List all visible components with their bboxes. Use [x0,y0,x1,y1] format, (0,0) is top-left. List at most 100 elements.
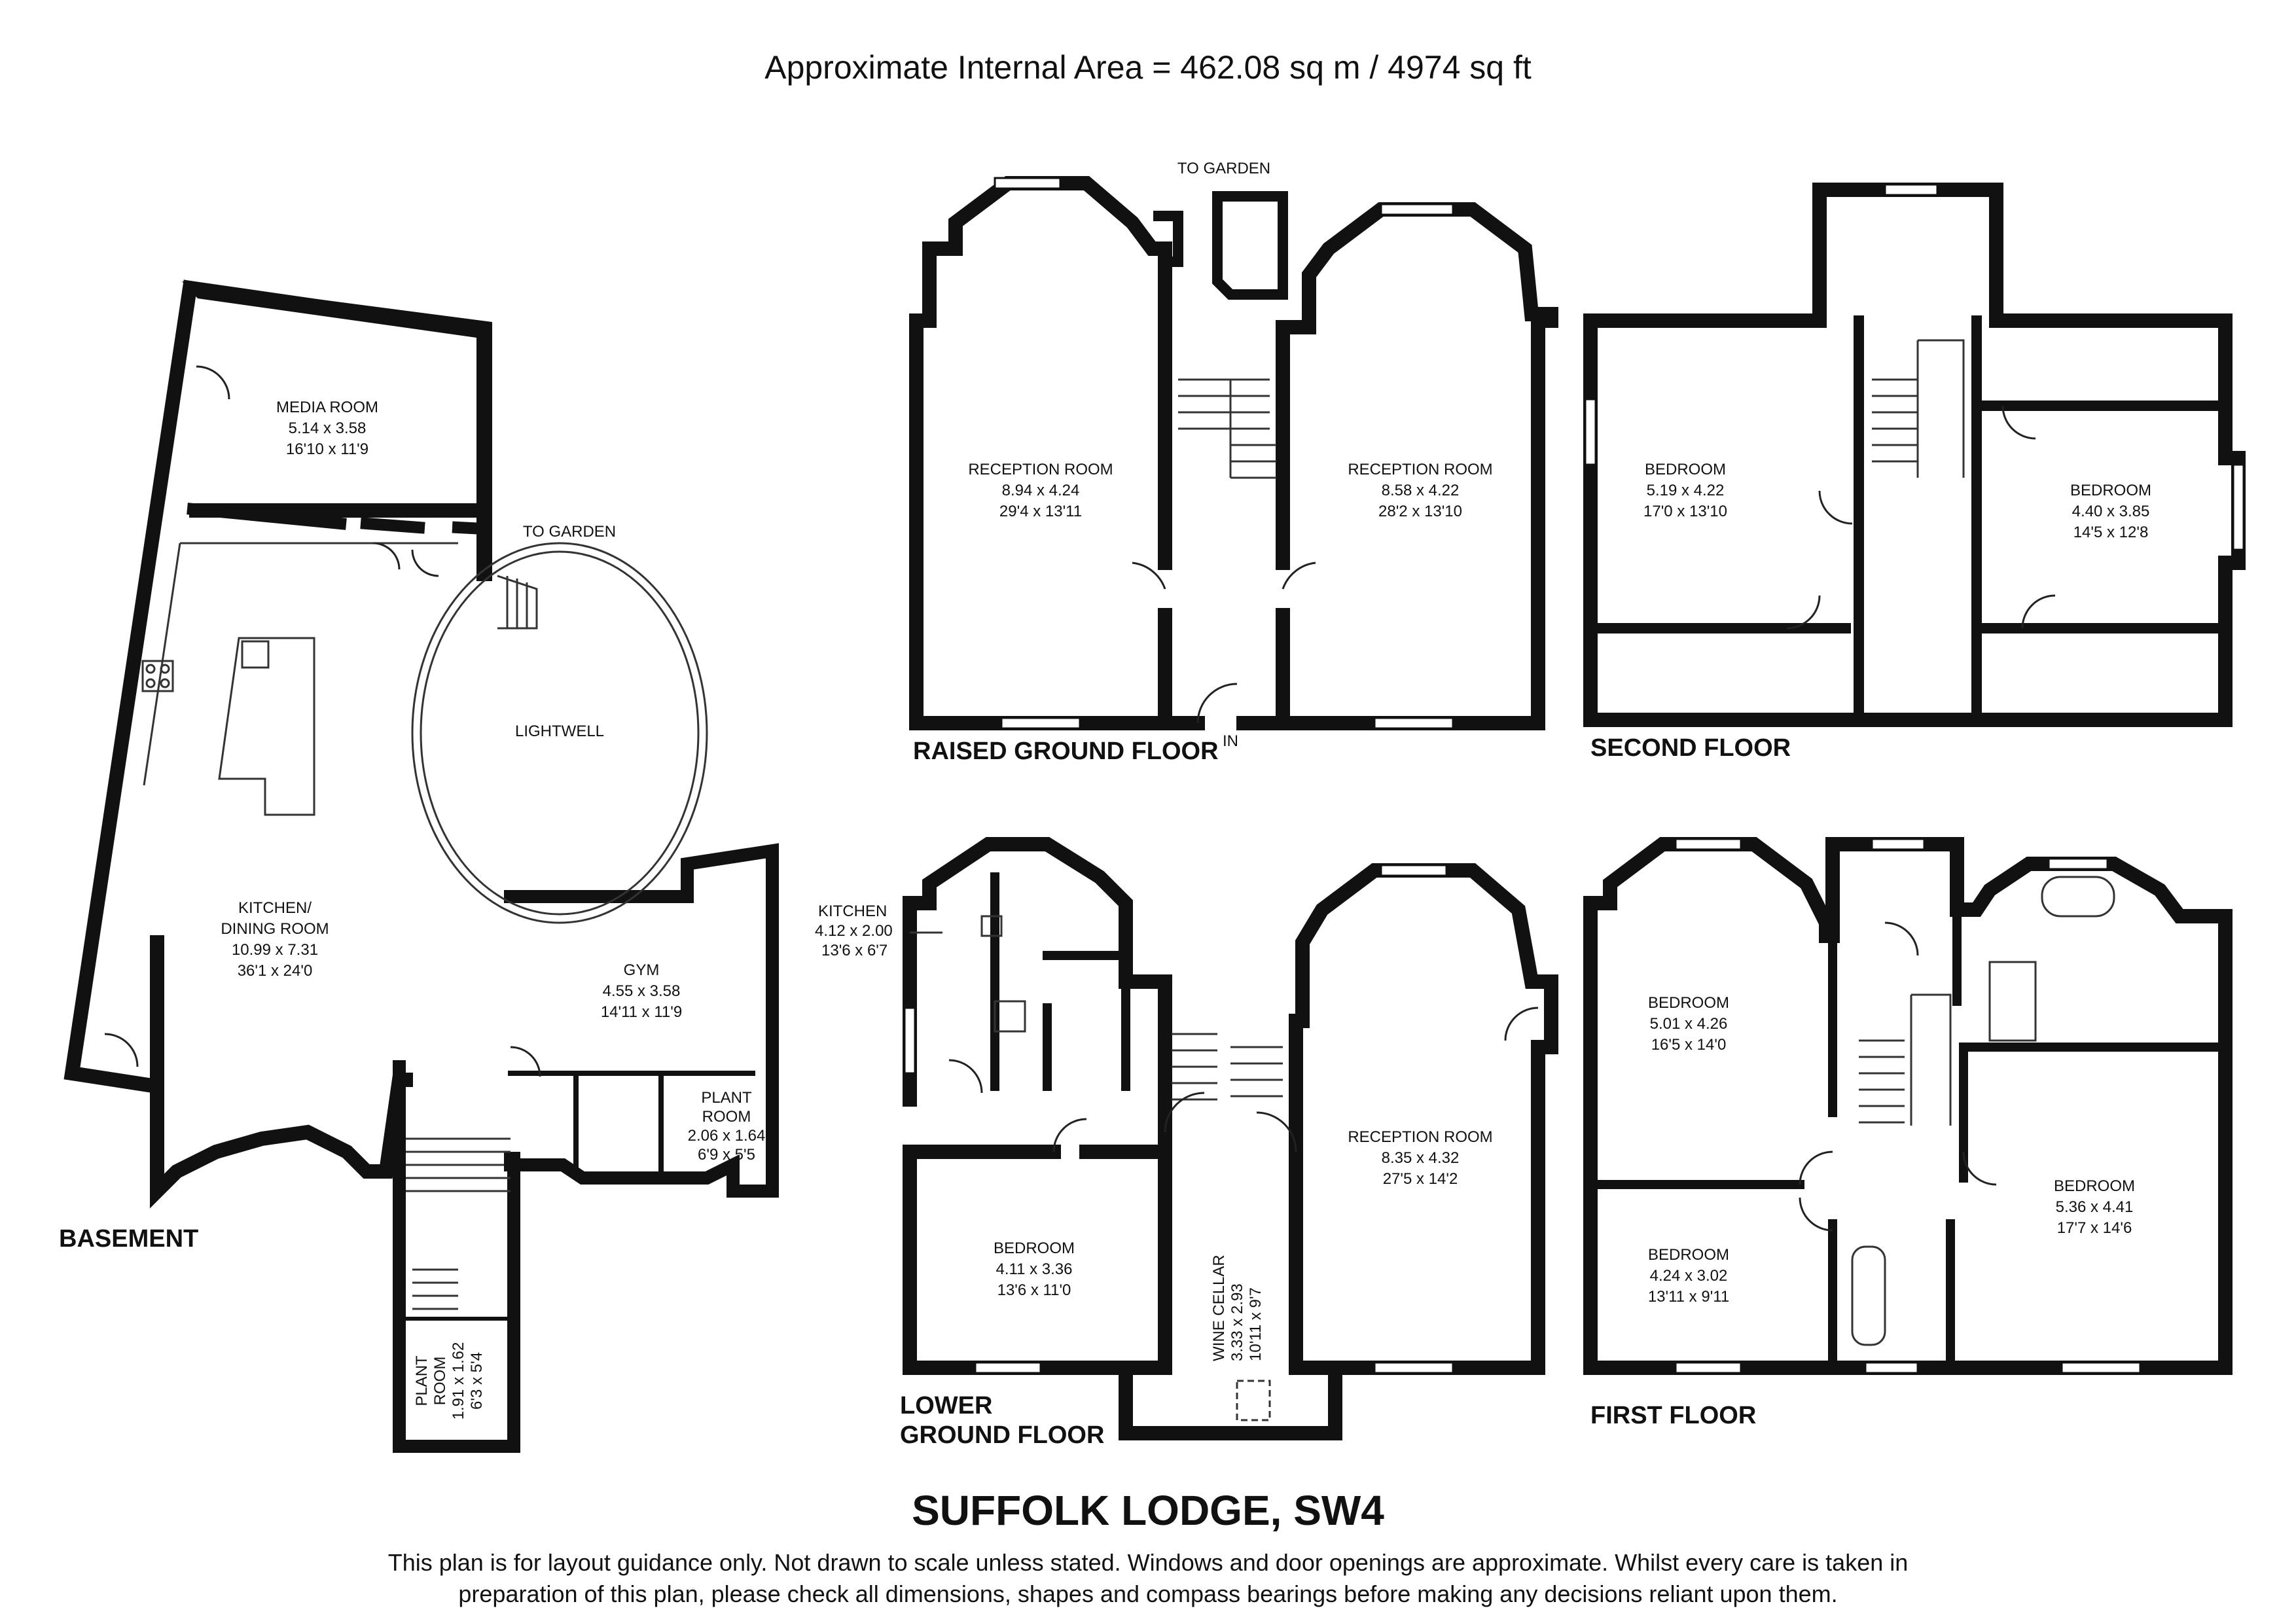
kitchen-metric: 10.99 x 7.31 [232,941,318,959]
lgf-reception-imperial: 27'5 x 14'2 [1383,1170,1458,1188]
first-floor-plan: BEDROOM 5.01 x 4.26 16'5 x 14'0 BEDROOM … [1583,837,2233,1429]
kitchen-name-2: DINING ROOM [221,920,329,938]
sf-bedroom-right-name: BEDROOM [2070,482,2151,499]
sf-bedroom-left-name: BEDROOM [1645,461,1726,478]
wine-cellar-metric: 3.33 x 2.93 [1229,1283,1246,1361]
kitchen-counter [143,542,458,786]
rgf-left-reception-walls [909,176,1172,730]
lower-ground-floor-plan: KITCHEN 4.12 x 2.00 13'6 x 6'7 BEDROOM 4… [815,837,1558,1449]
basement-doors [104,365,541,1077]
kitchen-name-1: KITCHEN/ [238,899,312,917]
internal-area-label: Approximate Internal Area = 462.08 sq m … [764,49,1532,86]
lgf-kitchen-imperial: 13'6 x 6'7 [821,942,888,959]
plant-room-name-1: PLANT [701,1089,752,1107]
wine-cellar-name: WINE CELLAR [1210,1255,1228,1361]
lgf-bedroom-name: BEDROOM [994,1240,1075,1257]
rgf-floor-label: RAISED GROUND FLOOR [913,738,1219,765]
lgf-kitchen-walls [990,872,1130,1091]
ff-bedroom-top-name: BEDROOM [1648,994,1729,1012]
sf-stairs [1872,339,1965,478]
ff-bedroom-bottom-name: BEDROOM [1648,1246,1729,1264]
media-room-divider [187,503,491,535]
rgf-wc-walls [1153,191,1288,300]
rgf-right-reception-walls [1276,202,1558,730]
ff-bedroom-bottom-metric: 4.24 x 3.02 [1650,1267,1728,1285]
lgf-sink-icon [980,915,1003,937]
gym-metric: 4.55 x 3.58 [603,982,681,1000]
sf-floor-label: SECOND FLOOR [1590,734,1791,762]
lgf-bedroom-metric: 4.11 x 3.36 [996,1260,1073,1278]
rgf-doors [1132,562,1316,724]
sf-bedroom-left-metric: 5.19 x 4.22 [1647,482,1725,499]
second-floor-plan: BEDROOM 5.19 x 4.22 17'0 x 13'10 BEDROOM… [1583,183,2246,762]
media-room-name: MEDIA ROOM [276,399,378,416]
lightwell-name: LIGHTWELL [515,722,604,740]
lightwell-inner [420,550,700,916]
sf-walls [1583,183,2246,727]
ff-bath-icon [2041,876,2115,918]
lgf-floor-label-2: GROUND FLOOR [900,1421,1104,1449]
ff-bedroom-top-metric: 5.01 x 4.26 [1650,1015,1728,1033]
rgf-stairs [1178,378,1276,479]
sink-icon [241,640,270,669]
property-title: SUFFOLK LODGE, SW4 [912,1487,1384,1534]
ff-floor-label: FIRST FLOOR [1590,1402,1756,1429]
rgf-reception-right-imperial: 28'2 x 13'10 [1378,503,1462,520]
basement-floor-label: BASEMENT [59,1225,198,1253]
lgf-walls [903,837,1342,1440]
rgf-entrance: IN [1223,732,1238,750]
ff-windows [1674,838,2142,1374]
basement-to-garden: TO GARDEN [523,523,616,541]
ff-bedroom-right-imperial: 17'7 x 14'6 [2057,1219,2132,1237]
wine-cellar-imperial: 10'11 x 9'7 [1247,1287,1265,1361]
wine-cellar-hatch [1236,1380,1271,1421]
sf-doors [1786,405,2056,630]
sf-inner-walls [1585,315,2231,725]
basement-wall-outline [63,279,492,1209]
plant-room-2-name-2: ROOM [431,1357,449,1406]
plant-room-name-2: ROOM [702,1108,751,1126]
lgf-hob-icon [994,1000,1026,1033]
plant-room-metric: 2.06 x 1.64 [688,1127,766,1145]
plant-room-imperial: 6'9 x 5'5 [698,1146,755,1164]
media-room-imperial: 16'10 x 11'9 [286,440,368,458]
lgf-stairs [1172,1033,1283,1101]
rgf-reception-left-imperial: 29'4 x 13'11 [999,503,1082,520]
rgf-reception-left-metric: 8.94 x 4.24 [1002,482,1080,499]
sf-bedroom-left-imperial: 17'0 x 13'10 [1643,503,1727,520]
ff-shower-icon [1988,961,2037,1042]
sf-windows [1584,183,2245,551]
gym-name: GYM [624,961,660,979]
disclaimer-line-2: preparation of this plan, please check a… [458,1580,1837,1607]
basement-stairs [406,1137,511,1310]
lightwell-stair [497,575,538,630]
kitchen-island [218,637,315,816]
lgf-bedroom-imperial: 13'6 x 11'0 [997,1281,1071,1299]
ff-bedroom-right-name: BEDROOM [2054,1177,2135,1195]
rgf-reception-right-name: RECEPTION ROOM [1348,461,1492,478]
lgf-kitchen-name: KITCHEN [818,902,887,920]
disclaimer-line-1: This plan is for layout guidance only. N… [388,1549,1909,1576]
raised-ground-floor-plan: TO GARDEN IN RECEPTION ROOM 8.94 x 4.24 … [909,160,1558,765]
ff-inner-walls [1586,905,2230,1372]
plant-room-2-label: PLANT ROOM 1.91 x 1.62 6'3 x 5'4 [413,1342,486,1420]
plant-room-2-name-1: PLANT [413,1355,431,1406]
ff-bedroom-right-metric: 5.36 x 4.41 [2056,1198,2134,1216]
ff-bedroom-bottom-imperial: 13'11 x 9'11 [1648,1288,1729,1306]
sf-bedroom-right-metric: 4.40 x 3.85 [2072,503,2150,520]
lightwell-outline [411,542,708,924]
lgf-kitchen-metric: 4.12 x 2.00 [815,922,893,940]
plant-room-2-metric: 1.91 x 1.62 [450,1342,467,1420]
lgf-floor-label-1: LOWER [900,1392,992,1419]
ff-bedroom-top-imperial: 16'5 x 14'0 [1651,1036,1727,1054]
lgf-windows [903,864,1454,1374]
rgf-to-garden: TO GARDEN [1177,160,1270,177]
lgf-lower-walls [903,1145,1172,1375]
ff-doors [1799,921,1997,1232]
gym-inner-walls [508,1071,755,1181]
media-room-metric: 5.14 x 3.58 [289,419,367,437]
rgf-windows [994,177,1454,730]
lgf-reception-metric: 8.35 x 4.32 [1382,1149,1460,1167]
ff-stairs [1859,993,1952,1126]
